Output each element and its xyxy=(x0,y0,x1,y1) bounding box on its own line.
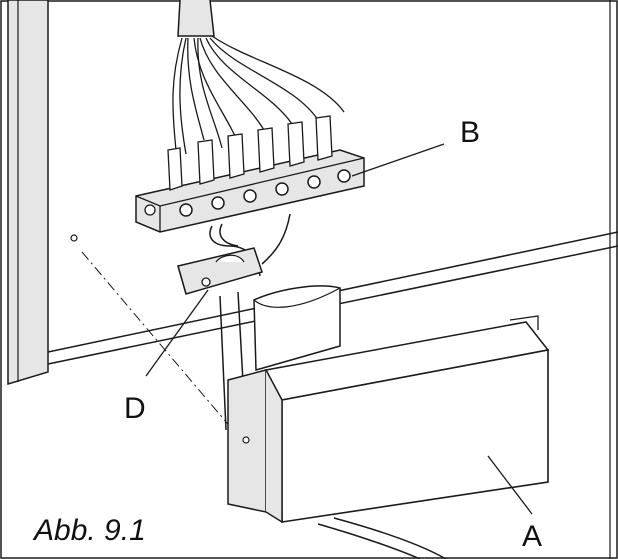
side-post xyxy=(7,0,49,386)
cable-sleeve xyxy=(253,285,341,371)
leader-d xyxy=(145,289,209,377)
label-d: D xyxy=(124,392,146,425)
label-a: A xyxy=(522,520,542,553)
cable-clamp xyxy=(177,247,263,295)
label-b: B xyxy=(460,116,480,149)
terminal-block xyxy=(135,115,365,233)
mounting-hole xyxy=(70,234,78,242)
leader-a xyxy=(487,455,533,515)
figure-caption: Abb. 9.1 xyxy=(32,514,146,547)
bottom-cable xyxy=(317,517,447,559)
leader-b xyxy=(351,143,445,177)
leader-lines xyxy=(145,143,533,515)
cable-bundle xyxy=(172,0,345,155)
cover-box xyxy=(227,315,550,524)
alignment-guide-line xyxy=(81,251,239,437)
